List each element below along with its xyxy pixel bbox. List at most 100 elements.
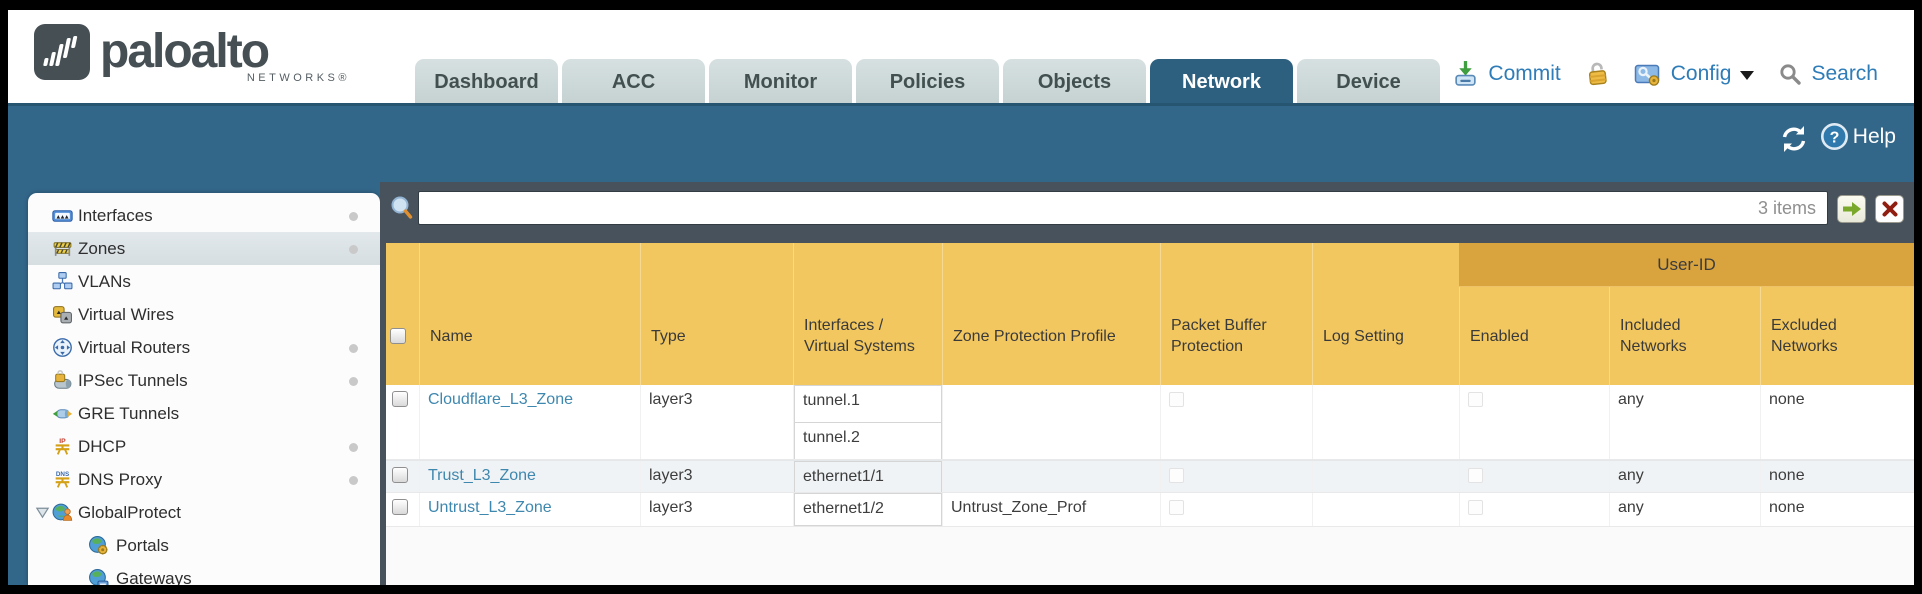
- status-dot: [349, 245, 358, 254]
- tab-policies[interactable]: Policies: [856, 59, 999, 103]
- sidebar-item-virtual-wires[interactable]: Virtual Wires: [28, 298, 380, 331]
- interface-cell: tunnel.2: [794, 422, 942, 459]
- virtual-wires-icon: [53, 306, 72, 324]
- apply-filter-button[interactable]: [1837, 195, 1866, 223]
- column-header-interfaces[interactable]: Interfaces / Virtual Systems: [793, 243, 942, 385]
- interface-cell: ethernet1/2: [794, 493, 942, 526]
- tab-dashboard[interactable]: Dashboard: [415, 59, 558, 103]
- packet-buffer-checkbox: [1169, 500, 1184, 515]
- zone-protection-profile: [942, 385, 1160, 459]
- interface-cell: ethernet1/1: [794, 461, 942, 492]
- sidebar-item-label: DHCP: [78, 436, 127, 456]
- tab-network[interactable]: Network: [1150, 59, 1293, 103]
- log-setting: [1312, 385, 1459, 459]
- help-label[interactable]: Help: [1852, 124, 1896, 148]
- interface-cell: tunnel.1: [794, 385, 942, 423]
- packet-buffer-checkbox: [1169, 468, 1184, 483]
- packet-buffer-checkbox: [1169, 392, 1184, 407]
- sidebar-item-portals[interactable]: Portals: [28, 529, 380, 562]
- main-content: 3 items Name: [380, 182, 1914, 585]
- filter-input[interactable]: [418, 191, 1828, 225]
- config-menu[interactable]: Config: [1670, 61, 1732, 85]
- top-header: paloalto NETWORKS® Dashboard ACC Monitor…: [8, 10, 1914, 103]
- sidebar-item-label: GlobalProtect: [78, 502, 181, 522]
- search-icon[interactable]: [1778, 62, 1802, 86]
- help-icon[interactable]: ?: [1820, 122, 1849, 151]
- column-header-log-setting[interactable]: Log Setting: [1312, 243, 1459, 385]
- commit-button[interactable]: Commit: [1488, 61, 1561, 85]
- row-checkbox[interactable]: [392, 499, 408, 515]
- column-header-name[interactable]: Name: [419, 243, 640, 385]
- select-all-checkbox[interactable]: [390, 328, 406, 344]
- sidebar-item-zones[interactable]: Zones: [28, 232, 380, 265]
- column-header-excluded-networks[interactable]: Excluded Networks: [1760, 243, 1914, 385]
- user-id-enabled-checkbox: [1468, 500, 1483, 515]
- zone-interfaces: ethernet1/1: [793, 461, 942, 492]
- sidebar-item-label: Zones: [78, 238, 126, 258]
- tab-device[interactable]: Device: [1297, 59, 1440, 103]
- sidebar-item-ipsec-tunnels[interactable]: IPSec Tunnels: [28, 364, 380, 397]
- clear-filter-button[interactable]: [1875, 195, 1904, 223]
- sidebar-item-label: VLANs: [78, 271, 131, 291]
- included-networks: any: [1609, 385, 1760, 459]
- app-window: paloalto NETWORKS® Dashboard ACC Monitor…: [8, 10, 1914, 585]
- svg-text:IP: IP: [59, 438, 66, 445]
- svg-text:DNS: DNS: [56, 471, 69, 478]
- config-icon[interactable]: [1634, 60, 1662, 87]
- filter-search-icon[interactable]: [389, 195, 417, 225]
- sidebar-item-dhcp[interactable]: IP DHCP: [28, 430, 380, 463]
- sidebar-item-label: Portals: [116, 535, 169, 555]
- status-dot: [349, 443, 358, 452]
- zone-protection-profile: Untrust_Zone_Prof: [942, 493, 1160, 526]
- sidebar-item-globalprotect[interactable]: GlobalProtect: [28, 496, 380, 529]
- header-toolbar: Commit Config: [1452, 60, 1878, 87]
- sidebar-item-label: Virtual Wires: [78, 304, 175, 324]
- column-header-enabled[interactable]: Enabled: [1459, 243, 1609, 385]
- zone-protection-profile: [942, 461, 1160, 492]
- refresh-icon[interactable]: [1778, 124, 1810, 154]
- sidebar-item-gateways[interactable]: Gateways: [28, 562, 380, 585]
- body-area: Interfaces Zones: [8, 182, 1914, 585]
- column-header-type[interactable]: Type: [640, 243, 793, 385]
- sidebar-item-interfaces[interactable]: Interfaces: [28, 199, 380, 232]
- gateways-icon: [89, 569, 109, 585]
- sidebar-item-dns-proxy[interactable]: DNS DNS Proxy: [28, 463, 380, 496]
- ipsec-tunnels-icon: [54, 370, 72, 389]
- svg-text:?: ?: [1829, 130, 1839, 147]
- status-dot: [349, 212, 358, 221]
- status-dot: [349, 344, 358, 353]
- teal-band: ? Help: [8, 103, 1914, 182]
- excluded-networks: none: [1760, 461, 1914, 492]
- sidebar-item-label: IPSec Tunnels: [78, 370, 188, 390]
- filter-bar: 3 items: [380, 182, 1914, 243]
- column-header-included-networks[interactable]: Included Networks: [1609, 243, 1760, 385]
- interfaces-icon: [52, 210, 73, 222]
- header-select-cell: [386, 243, 419, 385]
- sidebar-item-gre-tunnels[interactable]: GRE Tunnels: [28, 397, 380, 430]
- commit-icon[interactable]: [1452, 60, 1479, 87]
- search-button[interactable]: Search: [1811, 61, 1878, 85]
- column-header-packet-buffer-protection[interactable]: Packet Buffer Protection: [1160, 243, 1312, 385]
- tab-acc[interactable]: ACC: [562, 59, 705, 103]
- tab-objects[interactable]: Objects: [1003, 59, 1146, 103]
- row-checkbox[interactable]: [392, 467, 408, 483]
- chevron-down-icon[interactable]: [1740, 70, 1755, 80]
- row-checkbox[interactable]: [392, 391, 408, 407]
- sidebar-item-vlans[interactable]: VLANs: [28, 265, 380, 298]
- zone-name-link[interactable]: Untrust_L3_Zone: [428, 499, 552, 516]
- user-id-group-header: User-ID: [1459, 243, 1914, 287]
- dns-proxy-icon: DNS: [55, 471, 70, 488]
- column-header-zone-protection-profile[interactable]: Zone Protection Profile: [942, 243, 1160, 385]
- tab-monitor[interactable]: Monitor: [709, 59, 852, 103]
- user-id-enabled-checkbox: [1468, 392, 1483, 407]
- included-networks: any: [1609, 493, 1760, 526]
- log-setting: [1312, 493, 1459, 526]
- sidebar-item-virtual-routers[interactable]: Virtual Routers: [28, 331, 380, 364]
- zone-name-link[interactable]: Trust_L3_Zone: [428, 467, 536, 484]
- zones-panel: Name Type Interfaces / Virtual Systems Z…: [386, 243, 1914, 585]
- zone-name-link[interactable]: Cloudflare_L3_Zone: [428, 391, 573, 408]
- expander-icon[interactable]: [35, 505, 50, 520]
- help-control[interactable]: ? Help: [1820, 122, 1896, 151]
- lock-icon[interactable]: [1585, 60, 1610, 87]
- close-icon: [1882, 201, 1897, 217]
